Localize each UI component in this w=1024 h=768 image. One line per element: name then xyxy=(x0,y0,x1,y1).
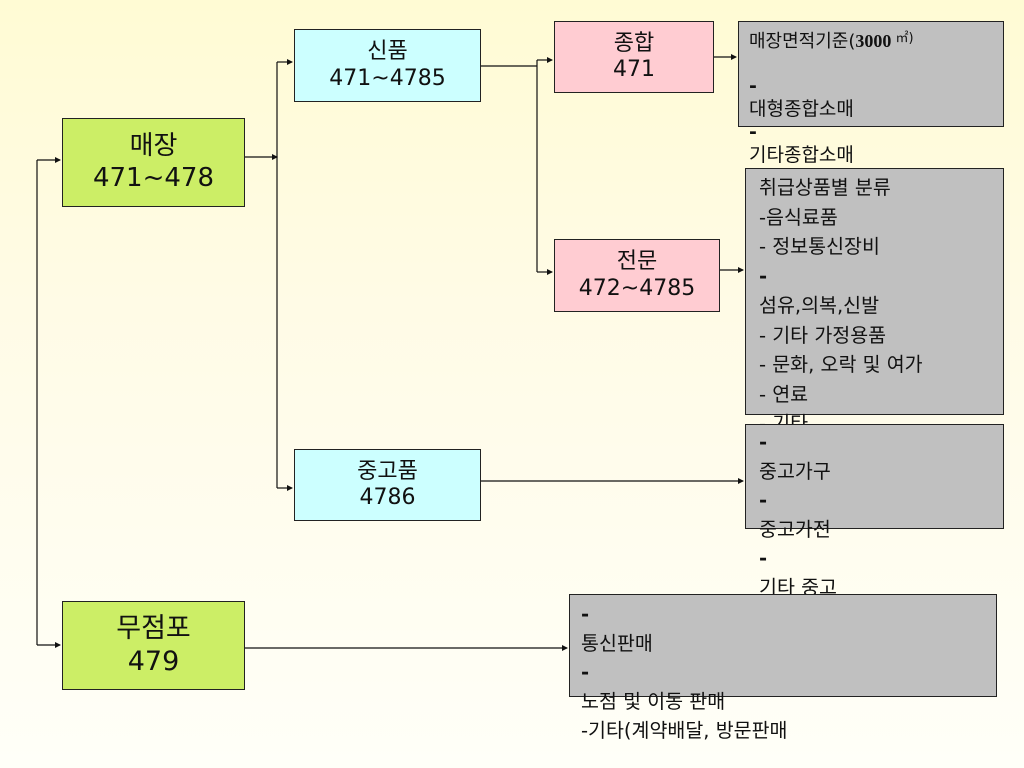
node-jeonmun-name: 전문 xyxy=(616,249,658,275)
detail-junggo-item: - 중고가구 xyxy=(759,431,831,483)
detail-mujeompo-item: - 통신판매 xyxy=(581,603,653,655)
detail-junggo: - 중고가구 - 중고가전 - 기타 중고 xyxy=(745,424,1004,599)
detail-jonghap-item: - 기타종합소매 xyxy=(749,120,854,166)
node-jonghap-name: 종합 xyxy=(613,30,655,56)
detail-junggo-item: - 기타 중고 xyxy=(759,547,837,599)
detail-mujeompo: - 통신판매 - 노점 및 이동 판매 -기타(계약배달, 방문판매 xyxy=(569,594,997,742)
node-jonghap: 종합 471 xyxy=(554,21,714,93)
detail-jonghap-heading: 매장면적기준(3000 ㎡) xyxy=(749,31,914,52)
node-maejang-name: 매장 xyxy=(129,131,178,162)
detail-jeonmun-item: - 정보통신장비 xyxy=(759,235,880,258)
detail-jeonmun-item: -음식료품 xyxy=(759,205,838,229)
detail-jeonmun: 취급상품별 분류 -음식료품 - 정보통신장비 - 섬유,의복,신발 - 기타 … xyxy=(745,168,1004,435)
detail-jonghap-item: - 대형종합소매 xyxy=(749,75,854,121)
node-junggo-name: 중고품 xyxy=(357,458,418,484)
node-jeonmun-code: 472~4785 xyxy=(578,275,696,301)
detail-mujeompo-item: -기타(계약배달, 방문판매 xyxy=(581,719,788,742)
detail-jeonmun-item: - 문화, 오락 및 여가 xyxy=(759,353,923,376)
node-mujeompo-code: 479 xyxy=(127,645,180,677)
node-junggo: 중고품 4786 xyxy=(294,449,481,521)
detail-jeonmun-heading: 취급상품별 분류 xyxy=(759,176,891,199)
node-jeonmun: 전문 472~4785 xyxy=(554,239,720,312)
detail-jeonmun-item: - 연료 xyxy=(759,382,809,406)
node-maejang: 매장 471~478 xyxy=(62,118,245,207)
detail-junggo-item: - 중고가전 xyxy=(759,489,831,541)
node-sinpum-code: 471~4785 xyxy=(329,65,446,91)
node-sinpum: 신품 471~4785 xyxy=(294,29,481,102)
detail-jeonmun-item: - 섬유,의복,신발 xyxy=(759,264,880,318)
node-mujeompo: 무점포 479 xyxy=(62,601,245,690)
node-junggo-code: 4786 xyxy=(359,485,416,510)
detail-jeonmun-item: - 기타 가정용품 xyxy=(759,323,887,347)
node-sinpum-name: 신품 xyxy=(367,39,408,65)
detail-mujeompo-item: - 노점 및 이동 판매 xyxy=(581,661,726,713)
detail-jonghap: 매장면적기준(3000 ㎡) - 대형종합소매 - 기타종합소매 xyxy=(738,21,1004,166)
node-mujeompo-name: 무점포 xyxy=(116,613,191,645)
node-maejang-code: 471~478 xyxy=(92,162,215,193)
node-jonghap-code: 471 xyxy=(613,57,655,82)
